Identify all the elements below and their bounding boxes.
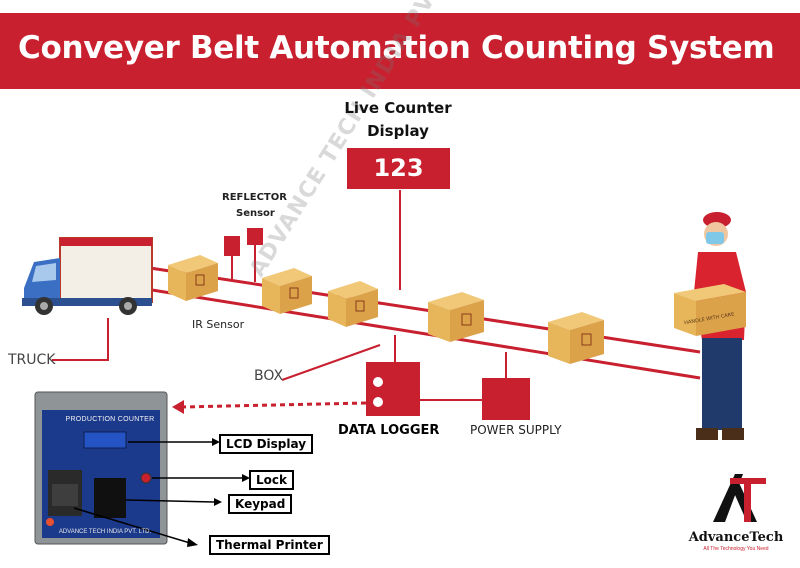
lock-icon [140, 472, 152, 484]
panel-title: PRODUCTION COUNTER [65, 416, 155, 423]
reflector-sensor-icon [224, 228, 263, 282]
truck-label: TRUCK [8, 352, 56, 368]
box-icon [428, 292, 484, 342]
lcd-display-callout: LCD Display [219, 434, 314, 454]
connection-arrow [181, 401, 367, 409]
live-counter-title: Live Counter Display [344, 99, 452, 140]
brand-name: AdvanceTech [688, 530, 784, 545]
box-icon [328, 281, 378, 327]
conveyor-belt [149, 266, 701, 380]
live-counter-display: 123 [347, 148, 450, 189]
power-supply-icon [420, 352, 530, 420]
box-label: BOX [254, 368, 284, 384]
box-icon [262, 268, 312, 314]
power-supply-label: POWER SUPPLY [470, 423, 562, 437]
data-logger-label: DATA LOGGER [338, 423, 440, 438]
ir-sensor-label: IR Sensor [192, 318, 245, 331]
page-title: Conveyer Belt Automation Counting System [18, 30, 775, 66]
keypad-icon [94, 478, 126, 518]
worker-icon [674, 212, 746, 440]
keypad-callout: Keypad [228, 494, 293, 514]
truck-icon [22, 237, 153, 361]
brand-logo-icon [713, 474, 766, 522]
lcd-display-icon [83, 431, 127, 449]
arrow-head-icon [172, 400, 184, 414]
thermal-printer-callout: Thermal Printer [209, 535, 330, 555]
callout-lines [73, 438, 250, 547]
reflector-label: REFLECTOR [222, 192, 287, 203]
production-counter-device [34, 391, 168, 545]
box-icon [548, 312, 604, 364]
box-pointer [281, 344, 381, 381]
reflector-sensor-label: Sensor [236, 208, 275, 219]
data-logger-icon [366, 335, 420, 416]
panel-footer: ADVANCE TECH INDIA PVT. LTD. [58, 529, 152, 535]
title-banner [0, 13, 800, 89]
lock-callout: Lock [249, 470, 294, 490]
box-icon [168, 255, 218, 301]
brand-tagline: All The Technology You Need [703, 546, 769, 552]
